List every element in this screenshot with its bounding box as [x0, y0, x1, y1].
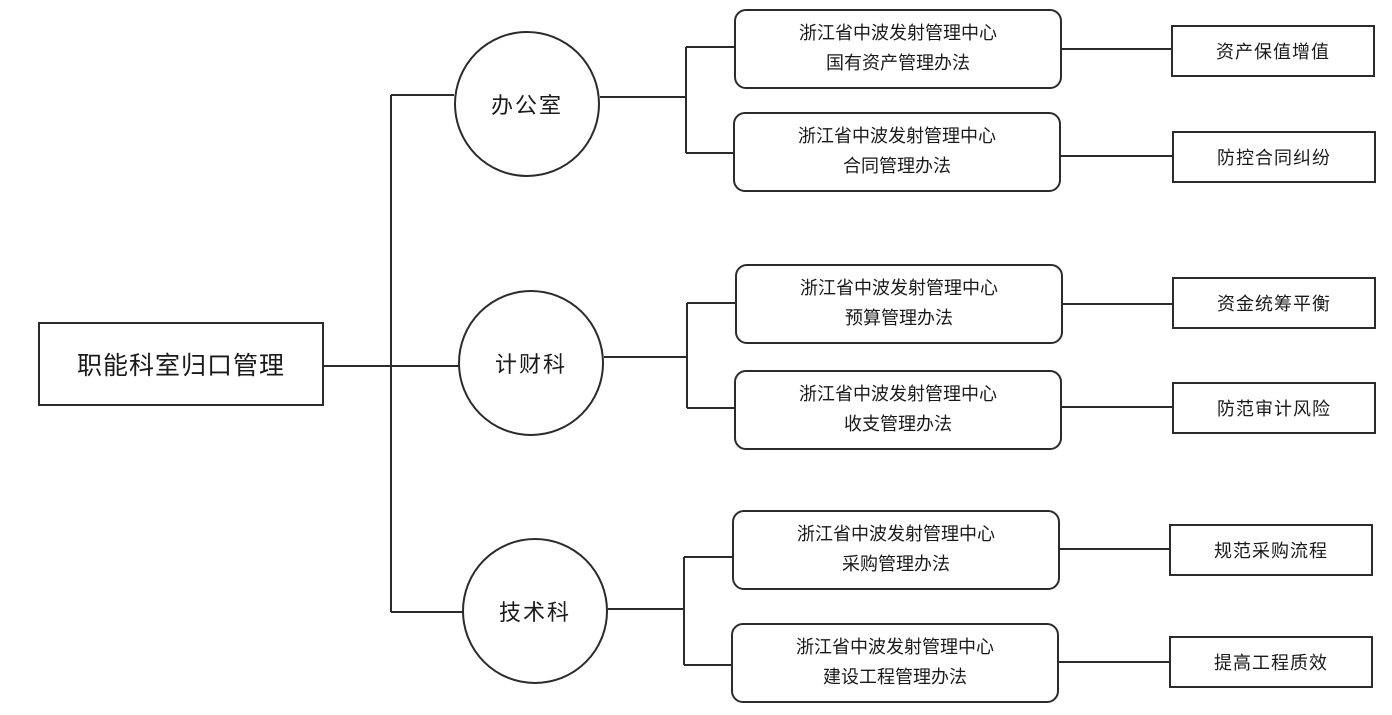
policy-node: 浙江省中波发射管理中心 国有资产管理办法	[734, 9, 1062, 89]
goal-node: 防控合同纠纷	[1172, 131, 1376, 183]
policy-issuer: 浙江省中波发射管理中心	[798, 126, 996, 147]
goal-node: 资产保值增值	[1171, 25, 1375, 77]
goal-node: 防范审计风险	[1172, 382, 1376, 434]
policy-title: 建设工程管理办法	[823, 667, 967, 688]
department-label: 办公室	[490, 94, 563, 119]
goal-label: 防范审计风险	[1217, 399, 1331, 420]
policy-issuer: 浙江省中波发射管理中心	[797, 524, 995, 545]
policy-issuer: 浙江省中波发射管理中心	[800, 278, 998, 299]
department-node-finance: 计财科	[458, 290, 604, 436]
goal-node: 资金统筹平衡	[1172, 277, 1376, 329]
department-label: 计财科	[494, 353, 567, 378]
department-label: 技术科	[498, 601, 571, 626]
goal-label: 提高工程质效	[1214, 653, 1328, 674]
policy-node: 浙江省中波发射管理中心 收支管理办法	[734, 370, 1062, 450]
goal-label: 防控合同纠纷	[1217, 148, 1331, 169]
policy-node: 浙江省中波发射管理中心 预算管理办法	[735, 264, 1063, 344]
goal-node: 提高工程质效	[1169, 636, 1373, 688]
goal-label: 规范采购流程	[1214, 541, 1328, 562]
policy-title: 预算管理办法	[845, 308, 953, 329]
policy-node: 浙江省中波发射管理中心 合同管理办法	[733, 112, 1061, 192]
policy-title: 收支管理办法	[844, 414, 952, 435]
goal-node: 规范采购流程	[1169, 524, 1373, 576]
department-node-office: 办公室	[454, 31, 600, 177]
department-node-technical: 技术科	[462, 538, 608, 684]
policy-title: 合同管理办法	[843, 156, 951, 177]
goal-label: 资金统筹平衡	[1217, 294, 1331, 315]
policy-title: 采购管理办法	[842, 554, 950, 575]
goal-label: 资产保值增值	[1216, 42, 1330, 63]
policy-title: 国有资产管理办法	[826, 53, 970, 74]
policy-node: 浙江省中波发射管理中心 建设工程管理办法	[731, 623, 1059, 703]
root-label: 职能科室归口管理	[76, 351, 285, 380]
root-node: 职能科室归口管理	[38, 322, 324, 406]
policy-issuer: 浙江省中波发射管理中心	[799, 384, 997, 405]
policy-issuer: 浙江省中波发射管理中心	[796, 637, 994, 658]
policy-node: 浙江省中波发射管理中心 采购管理办法	[732, 510, 1060, 590]
policy-issuer: 浙江省中波发射管理中心	[799, 23, 997, 44]
